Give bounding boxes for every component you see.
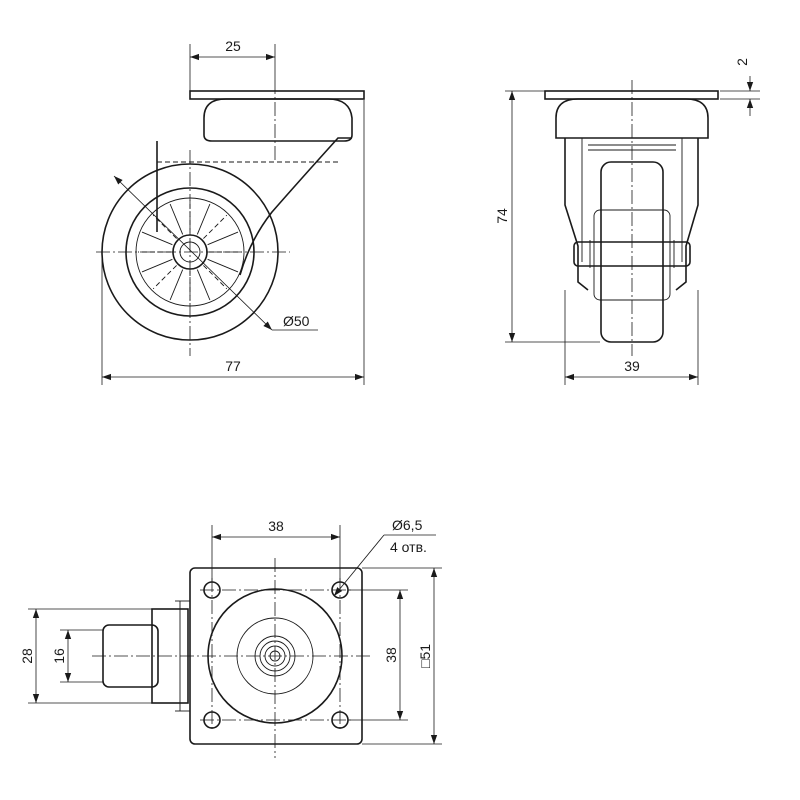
wheel-spoke: [169, 269, 184, 301]
dim-plate-offset-label: 25: [225, 38, 241, 54]
dim-total-height-label: 74: [494, 208, 510, 224]
dim-hole-count-label: 4 отв.: [390, 539, 427, 555]
wheel-spoke: [207, 258, 239, 273]
dim-diameter-leader: [113, 175, 273, 331]
side-fork-arm: [239, 137, 352, 276]
wheel-spoke: [152, 265, 177, 290]
side-mount-plate: [189, 90, 365, 100]
dim-hole-leader: [333, 534, 385, 597]
wheel-spoke: [207, 231, 239, 246]
side-swivel-cap: [203, 98, 353, 142]
front-fork-left: [564, 138, 589, 291]
front-swivel-cap: [555, 98, 709, 139]
wheel-spoke: [141, 258, 173, 273]
dim-wheel-inner-width-label: 16: [51, 648, 67, 664]
dim-hole-spacing-y-label: 38: [383, 647, 399, 663]
wheel-spoke: [196, 269, 211, 301]
dim-wheel-outer-width-label: 28: [19, 648, 35, 664]
front-fork-inner: [581, 138, 683, 262]
dim-hole-diameter-label: Ø6,5: [392, 517, 423, 533]
wheel-spoke: [196, 203, 211, 235]
front-wheel: [600, 161, 664, 343]
front-view: 2 74 39: [494, 58, 760, 385]
front-fork-right: [675, 138, 699, 291]
dim-plate-square-label: □51: [417, 644, 433, 668]
dim-total-length-label: 77: [225, 358, 241, 374]
wheel-spoke: [169, 203, 184, 235]
wheel-spoke: [203, 214, 228, 239]
dim-total-width-label: 39: [624, 358, 640, 374]
wheel-spoke: [203, 265, 228, 290]
side-view: 25 77 Ø50: [96, 38, 365, 385]
dim-wheel-diameter-label: Ø50: [283, 313, 310, 329]
front-mount-plate: [544, 90, 719, 100]
wheel-spoke: [141, 231, 173, 246]
dim-hole-spacing-x-label: 38: [268, 518, 284, 534]
top-view: 38 Ø6,5 4 отв. 38 □51 28 16: [19, 517, 442, 758]
dim-plate-thickness-label: 2: [734, 58, 750, 66]
